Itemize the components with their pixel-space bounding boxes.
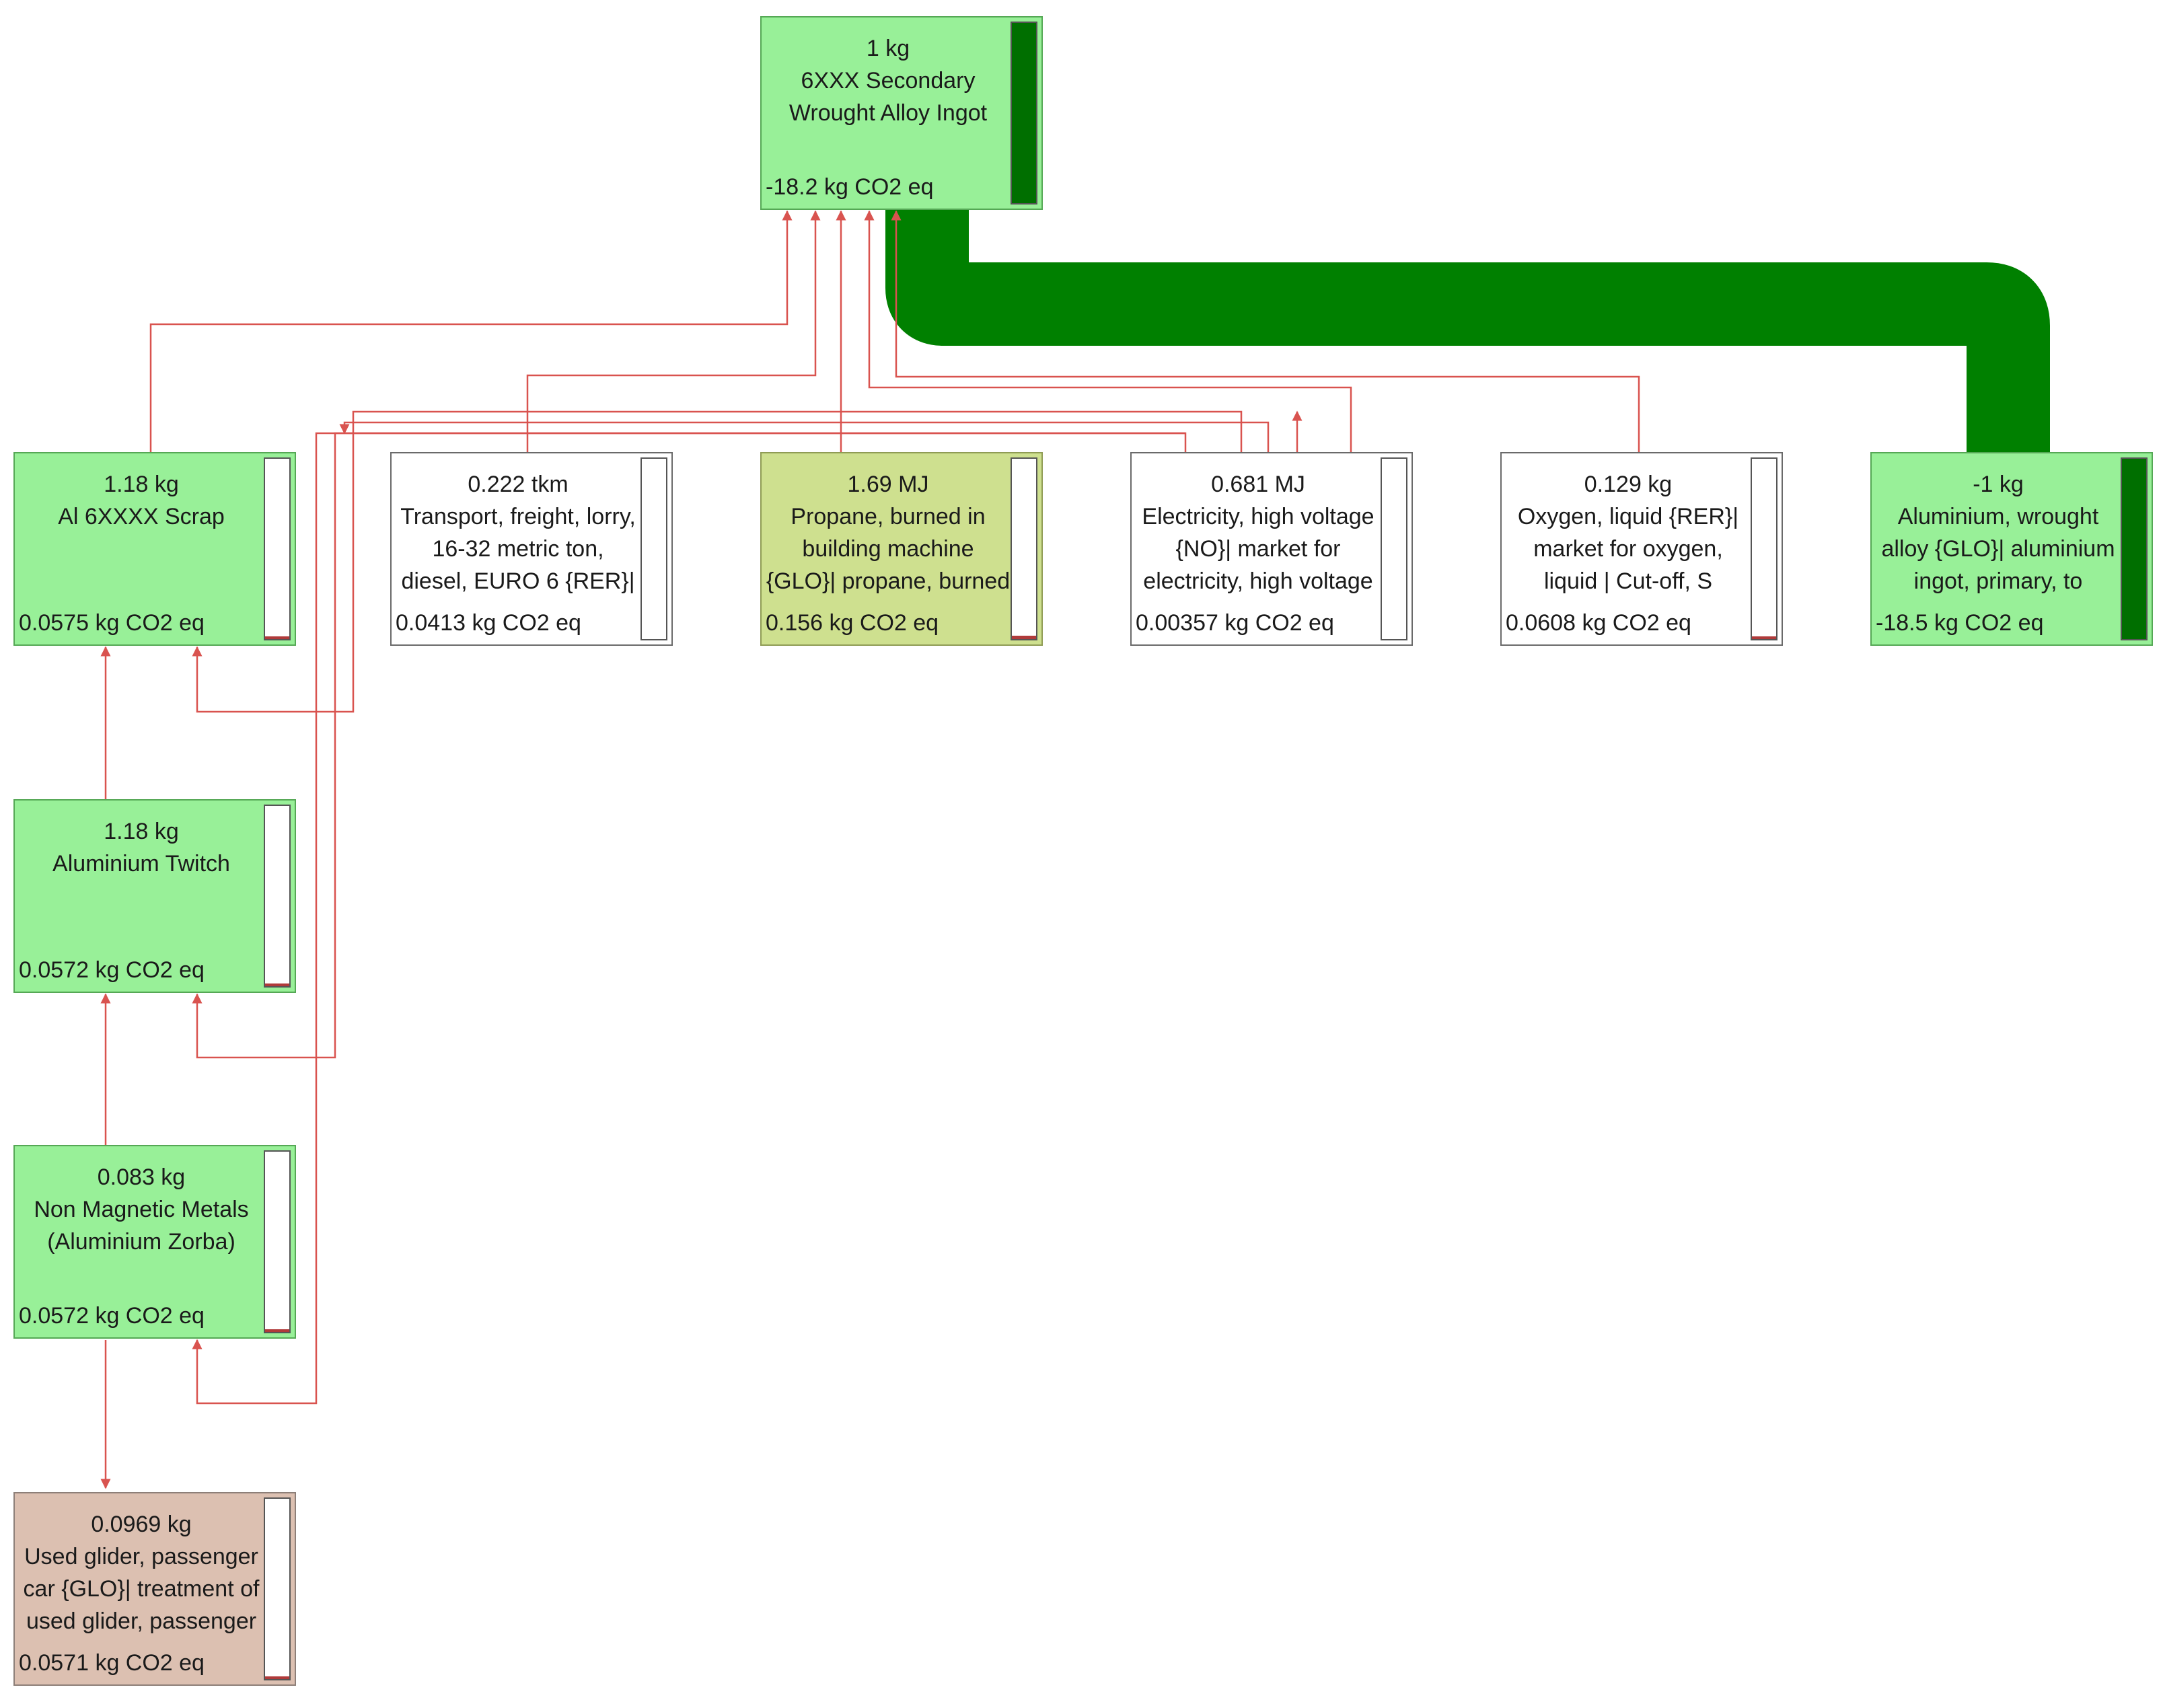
impact-indicator-bar	[1011, 22, 1037, 205]
flow-electricity-to-zorba	[192, 432, 1185, 1405]
impact-indicator-fill	[265, 1329, 289, 1332]
node-amount: 0.222 tkm	[468, 472, 569, 497]
node-name: Electricity, high voltage {NO}| market f…	[1132, 500, 1385, 597]
process-node-glider[interactable]: 0.0969 kg Used glider, passenger car {GL…	[13, 1492, 296, 1686]
node-name-line: market for oxygen,	[1533, 536, 1723, 562]
impact-indicator-bar	[264, 1150, 291, 1333]
impact-indicator-bar	[2121, 457, 2148, 640]
impact-indicator-bar	[640, 457, 667, 640]
node-name-line: 6XXX Secondary	[801, 68, 976, 94]
node-name-line: Non Magnetic Metals	[34, 1197, 249, 1222]
flow-transport-to-scrap	[192, 410, 1243, 713]
node-name-line: liquid | Cut-off, S	[1543, 568, 1713, 594]
node-impact: 0.0413 kg CO2 eq	[396, 610, 581, 636]
node-name-line: electricity, high voltage	[1143, 568, 1373, 594]
node-name-line: {NO}| market for	[1175, 536, 1341, 562]
impact-indicator-fill	[2122, 459, 2146, 639]
node-name: Transport, freight, lorry, 16-32 metric …	[392, 500, 645, 597]
node-name: Used glider, passenger car {GLO}| treatm…	[15, 1540, 268, 1637]
node-amount: 0.0969 kg	[91, 1512, 192, 1537]
node-impact: 0.0572 kg CO2 eq	[19, 957, 205, 983]
node-impact: 0.0572 kg CO2 eq	[19, 1303, 205, 1329]
node-name: Aluminium, wrought alloy {GLO}| aluminiu…	[1872, 500, 2125, 597]
node-amount: 1 kg	[866, 36, 910, 61]
node-impact: 0.0575 kg CO2 eq	[19, 610, 205, 636]
impact-indicator-fill	[1752, 636, 1776, 639]
node-amount: 1.18 kg	[104, 472, 179, 497]
impact-indicator-bar	[264, 805, 291, 988]
node-name-line: Al 6XXXX Scrap	[58, 504, 225, 529]
node-impact: -18.5 kg CO2 eq	[1876, 610, 2044, 636]
node-name-line: Oxygen, liquid {RER}|	[1517, 504, 1739, 529]
node-name-line: ingot, primary, to	[1913, 568, 2083, 594]
flow-electricity-to-twitch	[192, 432, 1187, 1059]
node-name-line: Used glider, passenger	[24, 1544, 258, 1569]
process-node-transport[interactable]: 0.222 tkm Transport, freight, lorry, 16-…	[390, 452, 673, 646]
node-name-line: used glider, passenger	[26, 1608, 257, 1634]
node-name: Oxygen, liquid {RER}| market for oxygen,…	[1502, 500, 1755, 597]
node-amount: 0.083 kg	[97, 1164, 186, 1190]
impact-indicator-bar	[1381, 457, 1407, 640]
node-amount: 1.69 MJ	[847, 472, 929, 497]
process-node-twitch[interactable]: 1.18 kg Aluminium Twitch 0.0572 kg CO2 e…	[13, 799, 296, 993]
node-impact: 0.0571 kg CO2 eq	[19, 1650, 205, 1676]
impact-indicator-fill	[265, 1676, 289, 1679]
process-node-scrap[interactable]: 1.18 kg Al 6XXXX Scrap 0.0575 kg CO2 eq	[13, 452, 296, 646]
node-impact: 0.0608 kg CO2 eq	[1506, 610, 1691, 636]
node-amount: 0.681 MJ	[1211, 472, 1305, 497]
node-name-line: building machine	[802, 536, 974, 562]
node-name-line: car {GLO}| treatment of	[23, 1576, 260, 1602]
flow-transport-to-twitch	[339, 421, 1270, 452]
node-name: 6XXX Secondary Wrought Alloy Ingot	[762, 65, 1015, 161]
node-name: Propane, burned in building machine {GLO…	[762, 500, 1015, 597]
node-amount: -1 kg	[1973, 472, 2024, 497]
flow-electricity-to-ingot	[864, 210, 1352, 452]
impact-indicator-bar	[1011, 457, 1037, 640]
node-name-line: diesel, EURO 6 {RER}|	[401, 568, 635, 594]
impact-indicator-fill	[1012, 23, 1036, 203]
impact-indicator-bar	[264, 457, 291, 640]
node-name-line: {GLO}| propane, burned	[766, 568, 1011, 594]
node-name-line: (Aluminium Zorba)	[47, 1229, 235, 1255]
impact-indicator-bar	[264, 1497, 291, 1680]
impact-indicator-fill	[265, 636, 289, 639]
process-node-zorba[interactable]: 0.083 kg Non Magnetic Metals (Aluminium …	[13, 1145, 296, 1339]
flow-oxygen-to-ingot	[891, 210, 1640, 452]
node-name-line: Propane, burned in	[791, 504, 986, 529]
node-name-line: Transport, freight, lorry,	[400, 504, 636, 529]
node-name: Al 6XXXX Scrap	[15, 500, 268, 597]
flow-aluminium-primary-to-ingot	[885, 210, 2050, 452]
node-name-line: Wrought Alloy Ingot	[789, 100, 988, 126]
node-amount: 1.18 kg	[104, 819, 179, 844]
node-name: Aluminium Twitch	[15, 848, 268, 944]
node-name-line: alloy {GLO}| aluminium	[1881, 536, 2115, 562]
process-node-propane[interactable]: 1.69 MJ Propane, burned in building mach…	[760, 452, 1043, 646]
node-amount: 0.129 kg	[1584, 472, 1673, 497]
flow-transport-to-ingot	[526, 210, 821, 452]
impact-indicator-fill	[265, 983, 289, 986]
node-name-line: Electricity, high voltage	[1142, 504, 1374, 529]
process-node-electricity[interactable]: 0.681 MJ Electricity, high voltage {NO}|…	[1130, 452, 1413, 646]
node-impact: -18.2 kg CO2 eq	[766, 174, 934, 200]
node-name: Non Magnetic Metals (Aluminium Zorba)	[15, 1193, 268, 1290]
node-name-line: 16-32 metric ton,	[432, 536, 604, 562]
node-name-line: Aluminium Twitch	[52, 851, 230, 877]
impact-indicator-fill	[1012, 635, 1036, 639]
impact-indicator-bar	[1751, 457, 1777, 640]
process-node-oxygen[interactable]: 0.129 kg Oxygen, liquid {RER}| market fo…	[1500, 452, 1783, 646]
node-name-line: Aluminium, wrought	[1897, 504, 2099, 529]
process-node-aluminium-primary[interactable]: -1 kg Aluminium, wrought alloy {GLO}| al…	[1870, 452, 2153, 646]
node-impact: 0.156 kg CO2 eq	[766, 610, 939, 636]
process-node-ingot[interactable]: 1 kg 6XXX Secondary Wrought Alloy Ingot …	[760, 16, 1043, 210]
node-impact: 0.00357 kg CO2 eq	[1136, 610, 1334, 636]
flow-scrap-to-ingot	[149, 210, 793, 452]
